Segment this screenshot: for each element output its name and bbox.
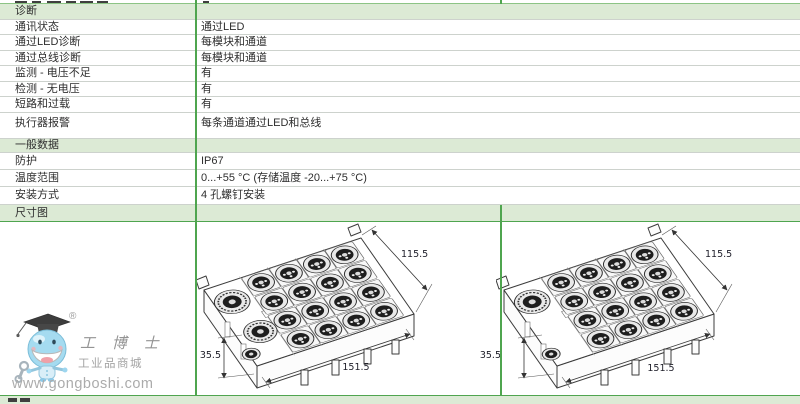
- clipped-text-fragment: [8, 398, 17, 402]
- row-value: 0...+55 °C (存储温度 -20...+75 °C): [201, 172, 367, 184]
- gongboshi-mascot-logo: [14, 313, 71, 383]
- clipped-text-fragment: [47, 1, 61, 3]
- row-label: 通讯状态: [15, 21, 59, 33]
- clipped-text-fragment: [32, 1, 41, 3]
- table-row: 监测 - 电压不足 有: [0, 66, 800, 82]
- section-header-diagnostics: 诊断: [0, 4, 800, 20]
- column-divider-segment: [500, 0, 502, 4]
- clipped-bottom-row: [0, 396, 800, 404]
- row-value: 有: [201, 98, 212, 110]
- dimension-length-label: 151.5: [342, 362, 370, 373]
- registered-trademark-symbol: ®: [69, 311, 77, 322]
- dimension-drawings-row: 115.5 35.5 151.5: [0, 222, 800, 396]
- clipped-text-fragment: [203, 1, 209, 3]
- row-label: 监测 - 电压不足: [15, 67, 91, 79]
- row-value: 4 孔螺钉安装: [201, 189, 266, 201]
- section-header-label: 尺寸图: [15, 207, 48, 219]
- watermark-tagline-text: 工业品商城: [78, 358, 143, 370]
- watermark: ® 工 博 士 工业品商城 www.gongboshi.com: [12, 308, 202, 400]
- section-header-label: 诊断: [15, 5, 37, 17]
- section-header-dimension-drawing: 尺寸图: [0, 205, 800, 222]
- watermark-brand-text: 工 博 士: [80, 334, 165, 352]
- dimension-height-label: 35.5: [199, 350, 221, 361]
- clipped-text-fragment: [15, 1, 27, 3]
- dimension-drawing-right: 115.5 35.5 151.5: [480, 222, 800, 395]
- row-label: 检测 - 无电压: [15, 83, 80, 95]
- module-isometric-drawing: [195, 223, 433, 389]
- table-row: 防护 IP67: [0, 153, 800, 170]
- row-label: 执行器报警: [15, 117, 70, 129]
- row-label: 通过LED诊断: [15, 36, 81, 48]
- table-row: 温度范围 0...+55 °C (存储温度 -20...+75 °C): [0, 170, 800, 187]
- section-header-general-data: 一般数据: [0, 139, 800, 153]
- dimension-depth-label: 115.5: [401, 249, 429, 260]
- row-value: 有: [201, 83, 212, 95]
- table-row: 通讯状态 通过LED: [0, 20, 800, 35]
- column-divider: [195, 0, 197, 396]
- column-divider-segment: [500, 205, 502, 396]
- dimension-length-label: 151.5: [647, 363, 675, 374]
- row-value: IP67: [201, 155, 224, 167]
- row-label: 通过总线诊断: [15, 52, 81, 64]
- clipped-text-fragment: [66, 1, 76, 3]
- row-value: 每模块和通道: [201, 52, 267, 64]
- clipped-text-fragment: [80, 1, 93, 3]
- clipped-top-row: [0, 0, 800, 4]
- table-row: 通过总线诊断 每模块和通道: [0, 51, 800, 66]
- table-row: 短路和过载 有: [0, 97, 800, 113]
- section-header-label: 一般数据: [15, 139, 59, 151]
- dimension-depth-label: 115.5: [705, 249, 733, 260]
- table-row: 安装方式 4 孔螺钉安装: [0, 187, 800, 205]
- row-label: 防护: [15, 155, 37, 167]
- table-row: 执行器报警 每条通道通过LED和总线: [0, 113, 800, 139]
- table-row: 通过LED诊断 每模块和通道: [0, 35, 800, 51]
- dimension-drawing-left: 115.5 35.5 151.5: [195, 222, 502, 395]
- watermark-url-text: www.gongboshi.com: [12, 376, 154, 392]
- row-label: 短路和过载: [15, 98, 70, 110]
- row-value: 通过LED: [201, 21, 245, 33]
- table-row: 检测 - 无电压 有: [0, 82, 800, 97]
- row-value: 每模块和通道: [201, 36, 267, 48]
- module-isometric-drawing: [495, 223, 733, 389]
- clipped-text-fragment: [97, 1, 108, 3]
- row-value: 有: [201, 67, 212, 79]
- row-value: 每条通道通过LED和总线: [201, 117, 322, 129]
- row-label: 温度范围: [15, 172, 59, 184]
- dimension-height-label: 35.5: [479, 350, 501, 361]
- clipped-text-fragment: [20, 398, 30, 402]
- row-label: 安装方式: [15, 189, 59, 201]
